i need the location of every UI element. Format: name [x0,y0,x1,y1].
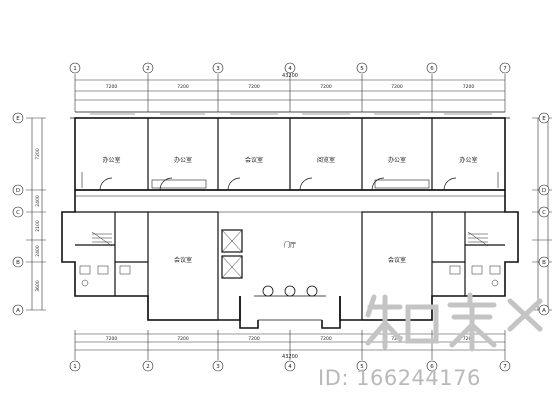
axis-bottom-1-label: 1 [73,364,77,370]
axis-bottom-2: 2 [142,360,154,372]
room-label-top-2: 办公室 [174,156,192,164]
axis-right-B-label: B [542,260,546,266]
top-bay-dimension: 7200 [106,84,118,90]
axis-top-2-label: 2 [146,66,150,72]
axis-right-B: B [538,256,550,268]
axis-top-3: 3 [212,62,224,74]
axis-bottom-2-label: 2 [146,364,150,370]
axis-bottom-3-label: 3 [216,364,220,370]
axis-top-1-label: 1 [73,66,77,72]
room-label-top-4: 阅览室 [317,156,335,164]
axis-bottom-7-label: 7 [503,364,507,370]
side-dimension: 3600 [35,280,41,292]
axis-right-D-label: D [542,188,546,194]
toilet-fixtures [79,265,501,287]
bottom-bay-dimension: 7200 [320,336,332,342]
axis-top-2: 2 [142,62,154,74]
entrance-columns [254,285,326,321]
axis-right-E-label: E [542,116,546,122]
axis-left-A: A [12,304,24,316]
axis-right-C: C [538,206,550,218]
room-label-top-5: 办公室 [388,156,406,164]
axis-bubbles-right: E D C B A [538,112,550,316]
room-label-hall-right: 会议室 [388,256,406,264]
axis-left-A-label: A [16,308,20,314]
side-dimension-lines [26,117,552,311]
watermark-id: ID: 166244176 [318,366,481,390]
axis-right-A-label: A [542,308,546,314]
axis-top-6: 6 [426,62,438,74]
axis-bubbles-left: E D C B A [12,112,24,316]
axis-left-B-label: B [16,260,20,266]
axis-left-C-label: C [16,210,20,216]
bottom-bay-dimension: 7200 [248,336,260,342]
axis-bottom-5-label: 5 [360,364,364,370]
room-label-hall-left: 会议室 [174,256,192,264]
top-bay-dimension: 7200 [463,84,475,90]
axis-bottom-5: 5 [356,360,368,372]
top-bay-dimension: 7200 [391,84,403,90]
axis-top-4-label: 4 [288,66,292,72]
room-label-hall-center: 门厅 [284,241,296,249]
axis-bottom-7: 7 [499,360,511,372]
top-dimension-lines [74,74,506,112]
axis-left-B: B [12,256,24,268]
axis-top-1: 1 [69,62,81,74]
axis-left-E: E [12,112,24,124]
axis-top-4: 4 [284,62,296,74]
axis-left-D-label: D [16,188,20,194]
axis-left-C: C [12,206,24,218]
side-dimension-labels: 7200 2400 2100 2400 3600 [35,148,41,292]
room-partitions [75,118,505,197]
axis-top-6-label: 6 [430,66,434,72]
axis-right-C-label: C [542,210,546,216]
lower-walls [75,211,505,321]
top-bay-dimension: 7200 [320,84,332,90]
axis-bottom-6-label: 6 [430,364,434,370]
watermark-logo [365,292,543,352]
doors-corridor [99,177,457,191]
side-dimension: 2400 [35,195,41,207]
room-label-top-3: 会议室 [245,156,263,164]
elevators [221,229,243,279]
bottom-total-dimension: 43200 [282,354,298,360]
top-bay-dimension: 7200 [177,84,189,90]
axis-right-E: E [538,112,550,124]
axis-top-5: 5 [356,62,368,74]
axis-bottom-6: 6 [426,360,438,372]
corridor-fixtures [81,172,499,189]
room-labels: 办公室 办公室 会议室 阅览室 办公室 办公室 [102,156,477,164]
stairs [91,231,489,247]
bottom-bay-dimension: 7200 [106,336,118,342]
bottom-bay-dimension: 7200 [463,336,475,342]
axis-left-E-label: E [16,116,20,122]
axis-top-5-label: 5 [360,66,364,72]
axis-bottom-4-label: 4 [288,364,292,370]
side-dimension: 7200 [35,148,41,160]
side-dimension: 2100 [35,220,41,232]
room-label-top-6: 办公室 [459,156,477,164]
side-dimension: 2400 [35,245,41,257]
axis-bottom-3: 3 [212,360,224,372]
top-dimension-labels: 7200 7200 7200 7200 7200 7200 [106,84,475,90]
bottom-bay-dimension: 7200 [177,336,189,342]
axis-top-3-label: 3 [216,66,220,72]
axis-right-A: A [538,304,550,316]
axis-top-7: 7 [499,62,511,74]
axis-bubbles-top: 1 2 3 4 5 6 7 [69,62,511,74]
axis-right-D: D [538,184,550,196]
axis-bottom-4: 4 [284,360,296,372]
axis-left-D: D [12,184,24,196]
top-total-dimension: 43200 [282,73,298,79]
axis-bottom-1: 1 [69,360,81,372]
room-label-top-1: 办公室 [102,156,120,164]
top-bay-dimension: 7200 [248,84,260,90]
axis-bubbles-bottom: 1 2 3 4 5 6 7 [69,360,511,372]
axis-top-7-label: 7 [503,66,507,72]
